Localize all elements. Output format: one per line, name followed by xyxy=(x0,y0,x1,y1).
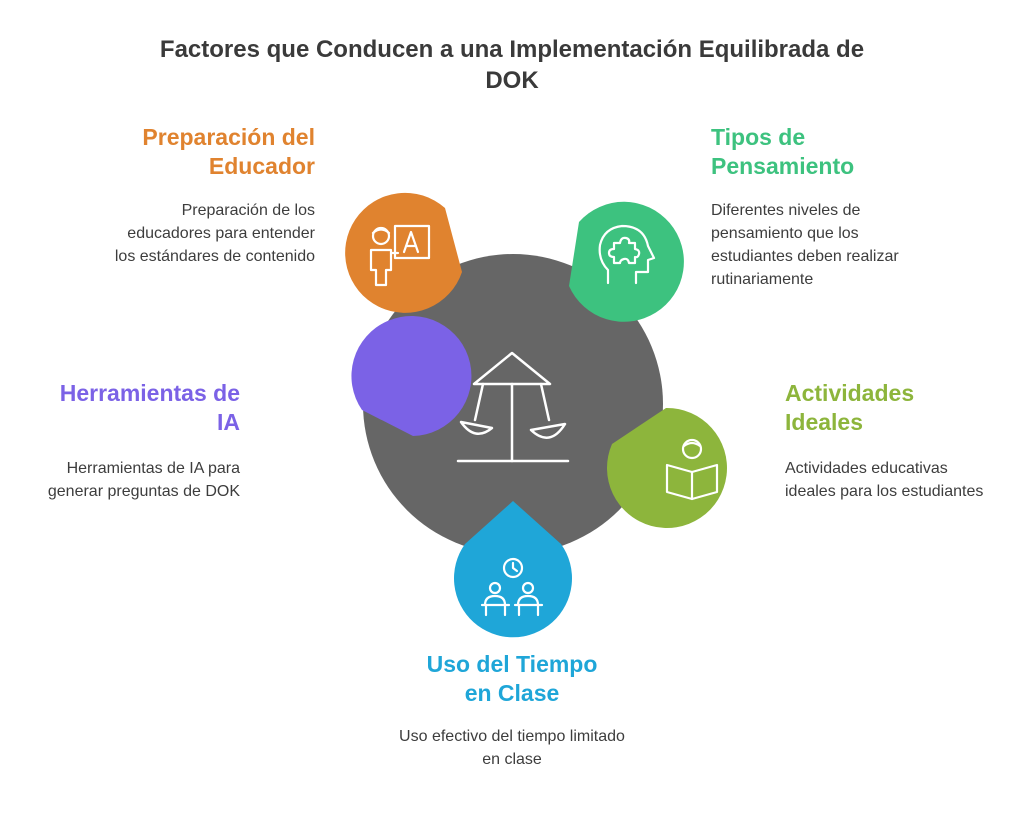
balance-scale-icon xyxy=(456,351,570,463)
factor-heading-tiempo: Uso del Tiempo en Clase xyxy=(426,651,598,706)
factor-heading-actividades: Actividades Ideales xyxy=(785,380,915,435)
page-title: Factores que Conducen a una Implementaci… xyxy=(159,36,865,94)
factor-desc-preparacion: Preparación de los educadores para enten… xyxy=(114,202,315,265)
factor-desc-actividades: Actividades educativas ideales para los … xyxy=(785,460,984,500)
robot-search-icon xyxy=(306,443,359,496)
student-reading-icon xyxy=(665,438,719,501)
factor-desc-pensamiento: Diferentes niveles de pensamiento que lo… xyxy=(711,202,899,288)
factor-heading-preparacion: Preparación del Educador xyxy=(142,124,315,179)
factor-heading-ia: Herramientas de IA xyxy=(59,380,240,435)
teacher-board-icon xyxy=(369,224,431,287)
factor-desc-tiempo: Uso efectivo del tiempo limitado en clas… xyxy=(399,728,625,768)
factor-heading-pensamiento: Tipos de Pensamiento xyxy=(711,124,855,179)
petal-ia xyxy=(351,316,472,436)
classroom-clock-icon xyxy=(480,557,544,617)
head-puzzle-icon xyxy=(598,224,656,285)
factor-desc-ia: Herramientas de IA para generar pregunta… xyxy=(47,460,240,500)
petal-pensamiento xyxy=(569,201,684,322)
